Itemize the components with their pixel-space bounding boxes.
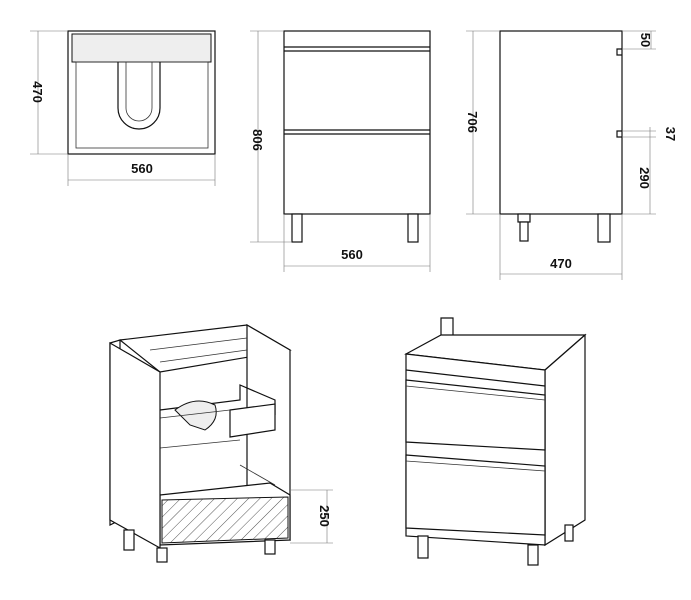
front-view: 806 560	[250, 30, 431, 272]
iso-open-view: 250	[109, 323, 333, 563]
iso-closed-view	[404, 317, 587, 566]
front-height-label: 806	[250, 129, 265, 151]
side-top-offset-label: 50	[638, 33, 653, 47]
side-rail-offset-label: 290	[637, 167, 652, 189]
top-depth-label: 470	[30, 81, 45, 103]
side-view: 706 50 37 290 470	[465, 30, 678, 280]
front-width-label: 560	[341, 247, 363, 262]
side-height-label: 706	[465, 111, 480, 133]
drawer-height-label: 250	[317, 505, 332, 527]
top-view: 470 560	[30, 30, 216, 186]
side-depth-label: 470	[550, 256, 572, 271]
side-rail-height-label: 37	[663, 127, 678, 141]
top-width-label: 560	[131, 161, 153, 176]
